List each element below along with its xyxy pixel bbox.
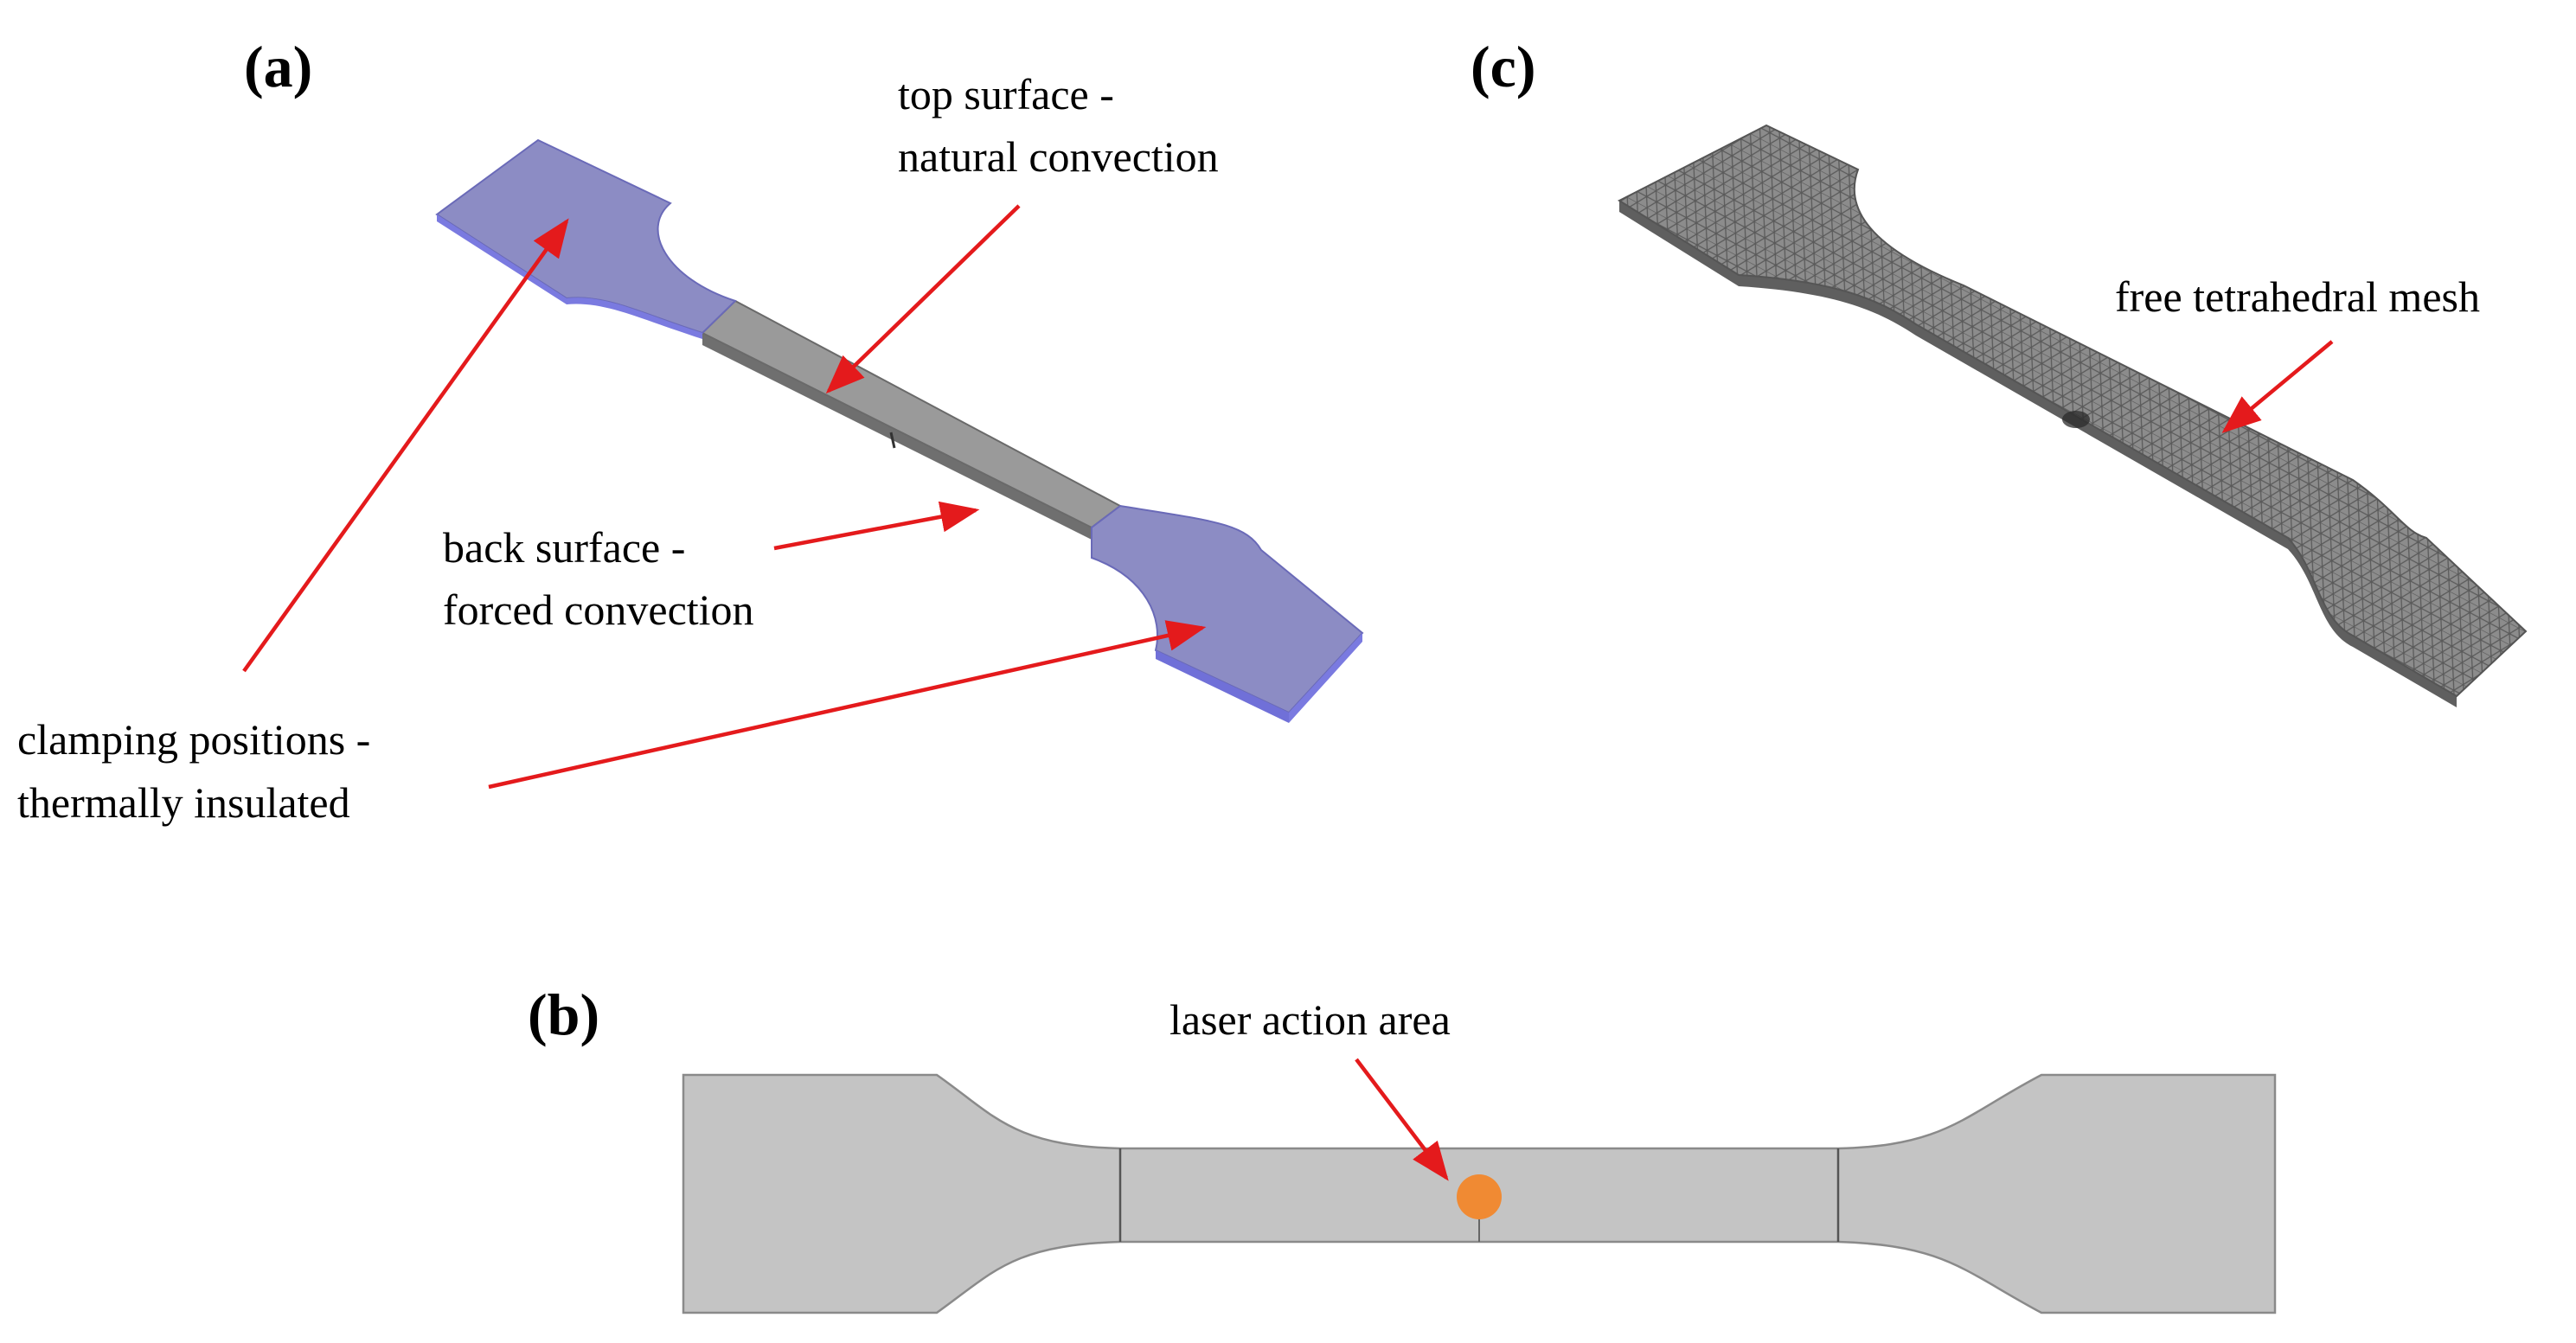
laser-area-label: laser action area bbox=[1169, 995, 1451, 1044]
clamping-arrow-right bbox=[488, 620, 1207, 790]
clamping-label-line1: clamping positions - bbox=[17, 715, 370, 764]
top-surface-label-line1: top surface - bbox=[898, 70, 1114, 118]
back-surface-label-line2: forced convection bbox=[443, 585, 754, 634]
top-surface-label-line2: natural convection bbox=[898, 132, 1219, 181]
back-surface-label-line1: back surface - bbox=[443, 523, 685, 572]
clamping-arrow-left bbox=[242, 218, 569, 673]
mesh-refinement-spot bbox=[2062, 411, 2090, 428]
right-clamp-front-edge bbox=[1156, 650, 1289, 723]
top-surface-arrow bbox=[825, 204, 1021, 394]
specimen-flat bbox=[682, 1073, 2277, 1314]
meshed-specimen bbox=[1617, 124, 2528, 707]
panel-c-label: (c) bbox=[1471, 34, 1535, 99]
panel-a: (a) top surface - natural convection bac… bbox=[17, 34, 1364, 827]
panel-b: (b) laser action area bbox=[528, 982, 2277, 1314]
right-clamp-edge bbox=[1289, 633, 1362, 723]
clamping-label-line2: thermally insulated bbox=[17, 778, 350, 827]
back-surface-arrow bbox=[773, 501, 980, 551]
mesh-label: free tetrahedral mesh bbox=[2115, 272, 2480, 321]
panel-a-label: (a) bbox=[244, 34, 312, 99]
laser-arrow bbox=[1355, 1058, 1449, 1181]
specimen-3d bbox=[435, 138, 1364, 723]
gauge-mark bbox=[889, 432, 896, 449]
mesh-side bbox=[1619, 201, 2457, 707]
gauge-top-surface bbox=[701, 299, 1122, 529]
mesh-body bbox=[1617, 124, 2528, 698]
panel-b-label: (b) bbox=[528, 982, 599, 1047]
left-clamp-edge bbox=[437, 214, 702, 339]
panel-c: (c) free tetrahedral mesh bbox=[1471, 34, 2528, 707]
gauge-side bbox=[702, 333, 1092, 540]
mesh-arrow bbox=[2221, 340, 2334, 433]
laser-spot bbox=[1457, 1174, 1502, 1219]
